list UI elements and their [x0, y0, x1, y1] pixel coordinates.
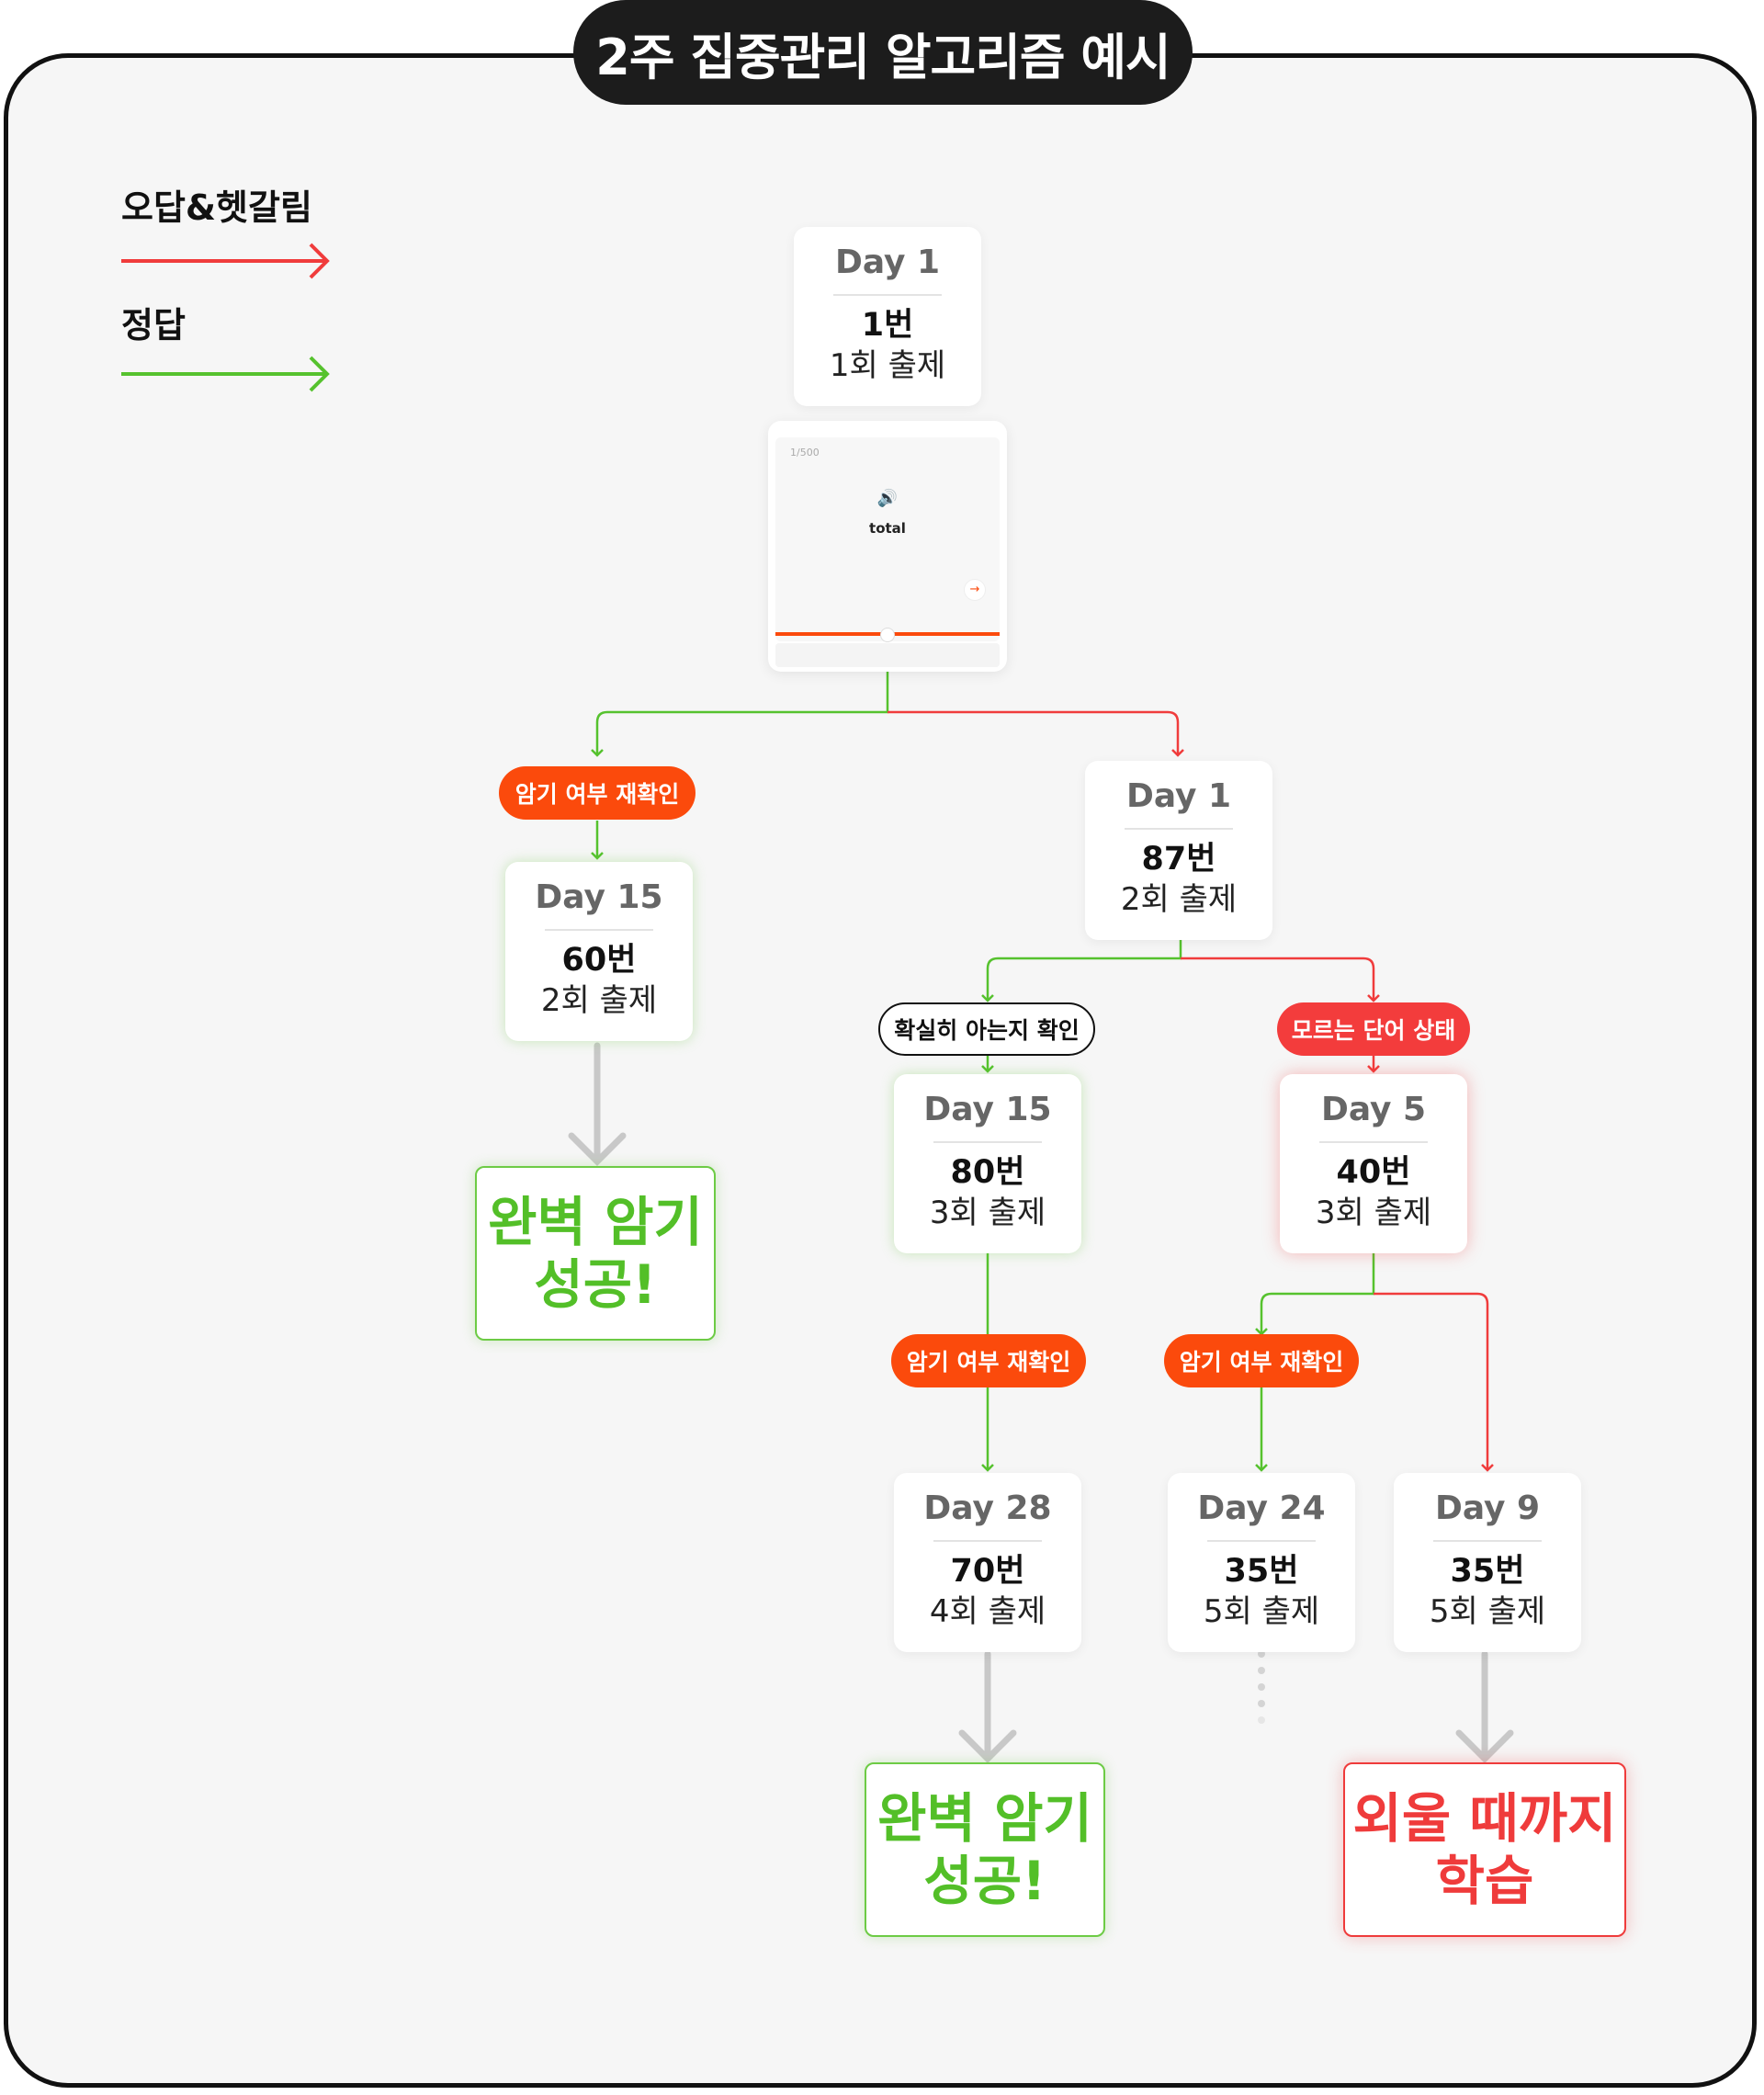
- node-divider: [1433, 1540, 1542, 1542]
- node-day: Day 15: [535, 878, 663, 916]
- flashcard-word: total: [869, 520, 906, 537]
- result-line2: 성공!: [923, 1850, 1046, 1912]
- edge-card-correct: [591, 672, 889, 757]
- edge-n5-correct: [1255, 1253, 1375, 1336]
- node-day9: Day 9 35번 5회 출제: [1394, 1473, 1581, 1652]
- edge-n3-correct: [981, 939, 1182, 1002]
- node-count: 1회 출제: [829, 347, 946, 384]
- node-count: 2회 출제: [1120, 881, 1238, 918]
- continuation-dots: [1258, 1650, 1265, 1724]
- pill-recheck-memorized-3: 암기 여부 재확인: [1164, 1334, 1359, 1387]
- node-day5: Day 5 40번 3회 출제: [1280, 1074, 1467, 1253]
- flashcard-body: 1/500 🔊 total →: [775, 437, 1000, 641]
- node-count: 5회 출제: [1203, 1593, 1320, 1630]
- result-line1: 외울 때까지: [1352, 1787, 1617, 1850]
- result-line1: 완벽 암기: [488, 1191, 703, 1253]
- page-title: 2주 집중관리 알고리즘 예시: [573, 0, 1193, 105]
- edge-card-wrong: [888, 710, 1184, 757]
- legend-correct-arrow: [121, 356, 330, 392]
- node-count: 5회 출제: [1429, 1593, 1546, 1630]
- node-number: 87번: [1141, 841, 1216, 878]
- legend-wrong-arrow: [121, 243, 330, 279]
- node-divider: [1125, 828, 1233, 830]
- node-number: 35번: [1450, 1553, 1525, 1590]
- gray-arrow-2: [958, 1650, 1017, 1763]
- node-divider: [933, 1540, 1042, 1542]
- node-count: 3회 출제: [929, 1195, 1046, 1231]
- legend-wrong-label: 오답&헷갈림: [121, 187, 312, 228]
- pill-verify-known: 확실히 아는지 확인: [878, 1002, 1095, 1056]
- node-divider: [1207, 1540, 1316, 1542]
- result-line2: 성공!: [534, 1253, 657, 1316]
- flashcard-counter: 1/500: [790, 447, 820, 459]
- node-divider: [545, 929, 653, 931]
- node-day1-first: Day 1 1번 1회 출제: [794, 227, 981, 406]
- node-day: Day 5: [1320, 1091, 1427, 1128]
- edge-n5-wrong: [1374, 1292, 1494, 1472]
- gray-arrow-1: [568, 1042, 627, 1166]
- node-divider: [933, 1141, 1042, 1143]
- node-day: Day 15: [923, 1091, 1052, 1128]
- next-arrow-icon[interactable]: →: [964, 579, 986, 601]
- node-day: Day 1: [834, 243, 941, 281]
- node-number: 35번: [1224, 1553, 1299, 1590]
- pill-recheck-memorized: 암기 여부 재확인: [499, 766, 695, 820]
- node-day1-second: Day 1 87번 2회 출제: [1085, 761, 1272, 940]
- node-day: Day 24: [1197, 1489, 1326, 1527]
- node-day: Day 1: [1125, 777, 1232, 815]
- node-number: 60번: [561, 942, 637, 979]
- node-day24: Day 24 35번 5회 출제: [1168, 1473, 1355, 1652]
- node-count: 4회 출제: [929, 1593, 1046, 1630]
- node-day15-left: Day 15 60번 2회 출제: [505, 862, 693, 1041]
- pill-recheck-memorized-2: 암기 여부 재확인: [891, 1334, 1086, 1387]
- node-day15-mid: Day 15 80번 3회 출제: [894, 1074, 1081, 1253]
- node-divider: [833, 294, 942, 296]
- node-number: 70번: [950, 1553, 1025, 1590]
- flashcard-preview: 1/500 🔊 total →: [768, 421, 1007, 672]
- node-day: Day 28: [923, 1489, 1052, 1527]
- result-line2: 학습: [1435, 1850, 1534, 1912]
- flashcard-progress-knob[interactable]: [880, 628, 895, 642]
- edge-n3-wrong: [1181, 957, 1380, 1002]
- node-day28: Day 28 70번 4회 출제: [894, 1473, 1081, 1652]
- node-number: 1번: [861, 307, 914, 344]
- result-line1: 완벽 암기: [877, 1787, 1092, 1850]
- node-number: 80번: [950, 1154, 1025, 1191]
- node-count: 2회 출제: [540, 982, 658, 1019]
- speaker-icon[interactable]: 🔊: [876, 489, 899, 508]
- node-number: 40번: [1336, 1154, 1411, 1191]
- node-day: Day 9: [1434, 1489, 1541, 1527]
- flashcard-footer: [775, 643, 1000, 667]
- node-count: 3회 출제: [1315, 1195, 1432, 1231]
- gray-arrow-3: [1455, 1650, 1514, 1763]
- node-divider: [1319, 1141, 1428, 1143]
- legend-correct-label: 정답: [121, 305, 186, 345]
- pill-unknown-word: 모르는 단어 상태: [1277, 1002, 1470, 1056]
